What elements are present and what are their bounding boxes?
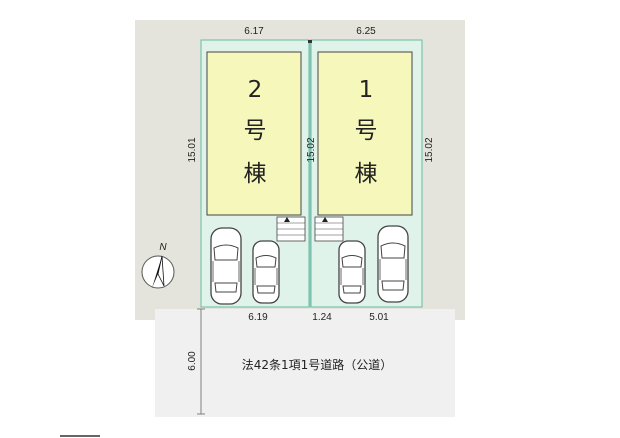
north-label: N bbox=[159, 242, 167, 253]
north-arrow-icon bbox=[141, 255, 175, 289]
dim-bottom-center: 1.24 bbox=[312, 312, 332, 323]
car-icon bbox=[377, 225, 409, 303]
building-1 bbox=[317, 51, 413, 216]
public-road bbox=[155, 309, 455, 417]
entrance-steps-right bbox=[314, 216, 344, 242]
car-icon bbox=[338, 240, 366, 304]
building-2 bbox=[206, 51, 302, 216]
building-2-label-to: 棟 bbox=[244, 161, 267, 187]
entrance-steps-left bbox=[276, 216, 306, 242]
car-icon bbox=[210, 227, 242, 305]
dim-bottom-left: 6.19 bbox=[248, 312, 268, 323]
building-2-label-go: 号 bbox=[244, 118, 267, 144]
dim-road-width: 6.00 bbox=[187, 351, 198, 371]
building-1-label-go: 号 bbox=[355, 118, 378, 144]
dim-right-side: 15.02 bbox=[424, 137, 435, 162]
building-1-label-to: 棟 bbox=[355, 161, 378, 187]
building-1-number: 1 bbox=[359, 77, 374, 103]
road-label: 法42条1項1号道路（公道） bbox=[242, 357, 393, 372]
dim-left-side: 15.01 bbox=[187, 137, 198, 162]
dim-bottom-right: 5.01 bbox=[369, 312, 389, 323]
dim-top-right: 6.25 bbox=[356, 26, 376, 37]
car-icon bbox=[252, 240, 280, 304]
building-2-number: 2 bbox=[248, 77, 263, 103]
dim-top-left: 6.17 bbox=[244, 26, 264, 37]
center-boundary-marker bbox=[308, 40, 312, 43]
dim-center: 15.02 bbox=[306, 137, 317, 162]
